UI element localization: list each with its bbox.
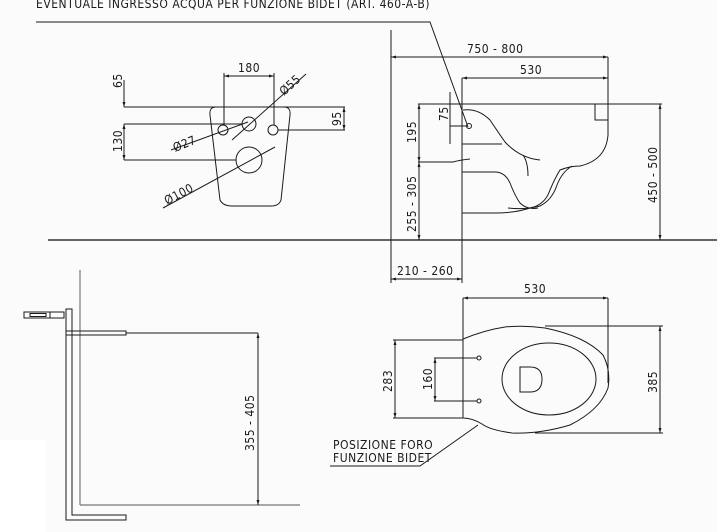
dim-d100-leader [162,146,276,209]
title-note-text: EVENTUALE INGRESSO ACQUA PER FUNZIONE BI… [36,0,430,11]
dim-75-label: 75 [437,106,451,121]
fixing-hole-left [217,124,229,136]
dim-180-label: 180 [238,61,260,75]
dim-450-500-label: 450 - 500 [646,147,660,203]
dim-750-800-label: 750 - 800 [467,42,523,56]
dim-65-label: 65 [111,73,125,88]
drain-outlet [519,366,543,393]
outlet-pipe [462,171,539,209]
fixing-hole-top [476,355,482,361]
wall-plate [23,311,65,319]
bidet-hole-leader [330,424,479,467]
bowl-inner-oval [501,342,597,416]
side-view: 750 - 800 530 75 195 255 - 305 450 - 500 [390,30,662,283]
bowl-outer-profile [462,104,609,214]
frame-profile [65,308,127,521]
dim-d27-leader [170,121,249,151]
front-view-outline [209,106,291,207]
seat-block [594,104,608,121]
bowl-inner-curve [462,109,541,161]
dim-195-label: 195 [405,121,419,143]
outlet-connection [418,158,471,163]
dim-283-label: 283 [381,370,395,392]
dim-d55-label: Ø55 [277,72,304,98]
bowl-trap-curve [522,154,529,177]
dim-530-top-label: 530 [524,282,546,296]
drawing-margin [0,440,45,532]
frame-support-arm [66,330,127,336]
fixing-hole-bottom [476,398,482,404]
dim-210-260-label: 210 - 260 [397,264,453,278]
bidet-note-line1: POSIZIONE FORO [333,438,433,452]
dim-d55-leader [231,73,307,141]
title-note-leader [36,21,469,128]
dim-160-label: 160 [421,368,435,390]
dim-d100-label: Ø100 [162,181,196,208]
bidet-note-line2: FUNZIONE BIDET [333,451,432,465]
wall-plate-slot [29,313,47,317]
dim-d27-label: Ø27 [171,133,198,155]
fixing-hole-right [267,124,279,136]
dim-355-405-label: 355 - 405 [243,395,257,451]
dim-95-label: 95 [330,111,344,126]
frame-view: 355 - 405 [23,270,300,521]
dim-130-label: 130 [111,130,125,152]
bidet-inlet-hole [466,123,472,129]
dim-255-305-label: 255 - 305 [405,176,419,232]
outlet-hole [235,146,263,174]
bowl-outer-outline [462,325,610,434]
top-view: 530 385 283 160 POSIZIONE FORO FUNZIONE … [330,282,663,467]
title-note: EVENTUALE INGRESSO ACQUA PER FUNZIONE BI… [36,0,469,128]
front-view: 65 130 180 95 Ø55 Ø27 Ø100 [111,61,346,209]
bowl-base-inner [507,165,573,210]
dim-385-label: 385 [646,371,660,393]
dim-530-side-label: 530 [520,63,542,77]
